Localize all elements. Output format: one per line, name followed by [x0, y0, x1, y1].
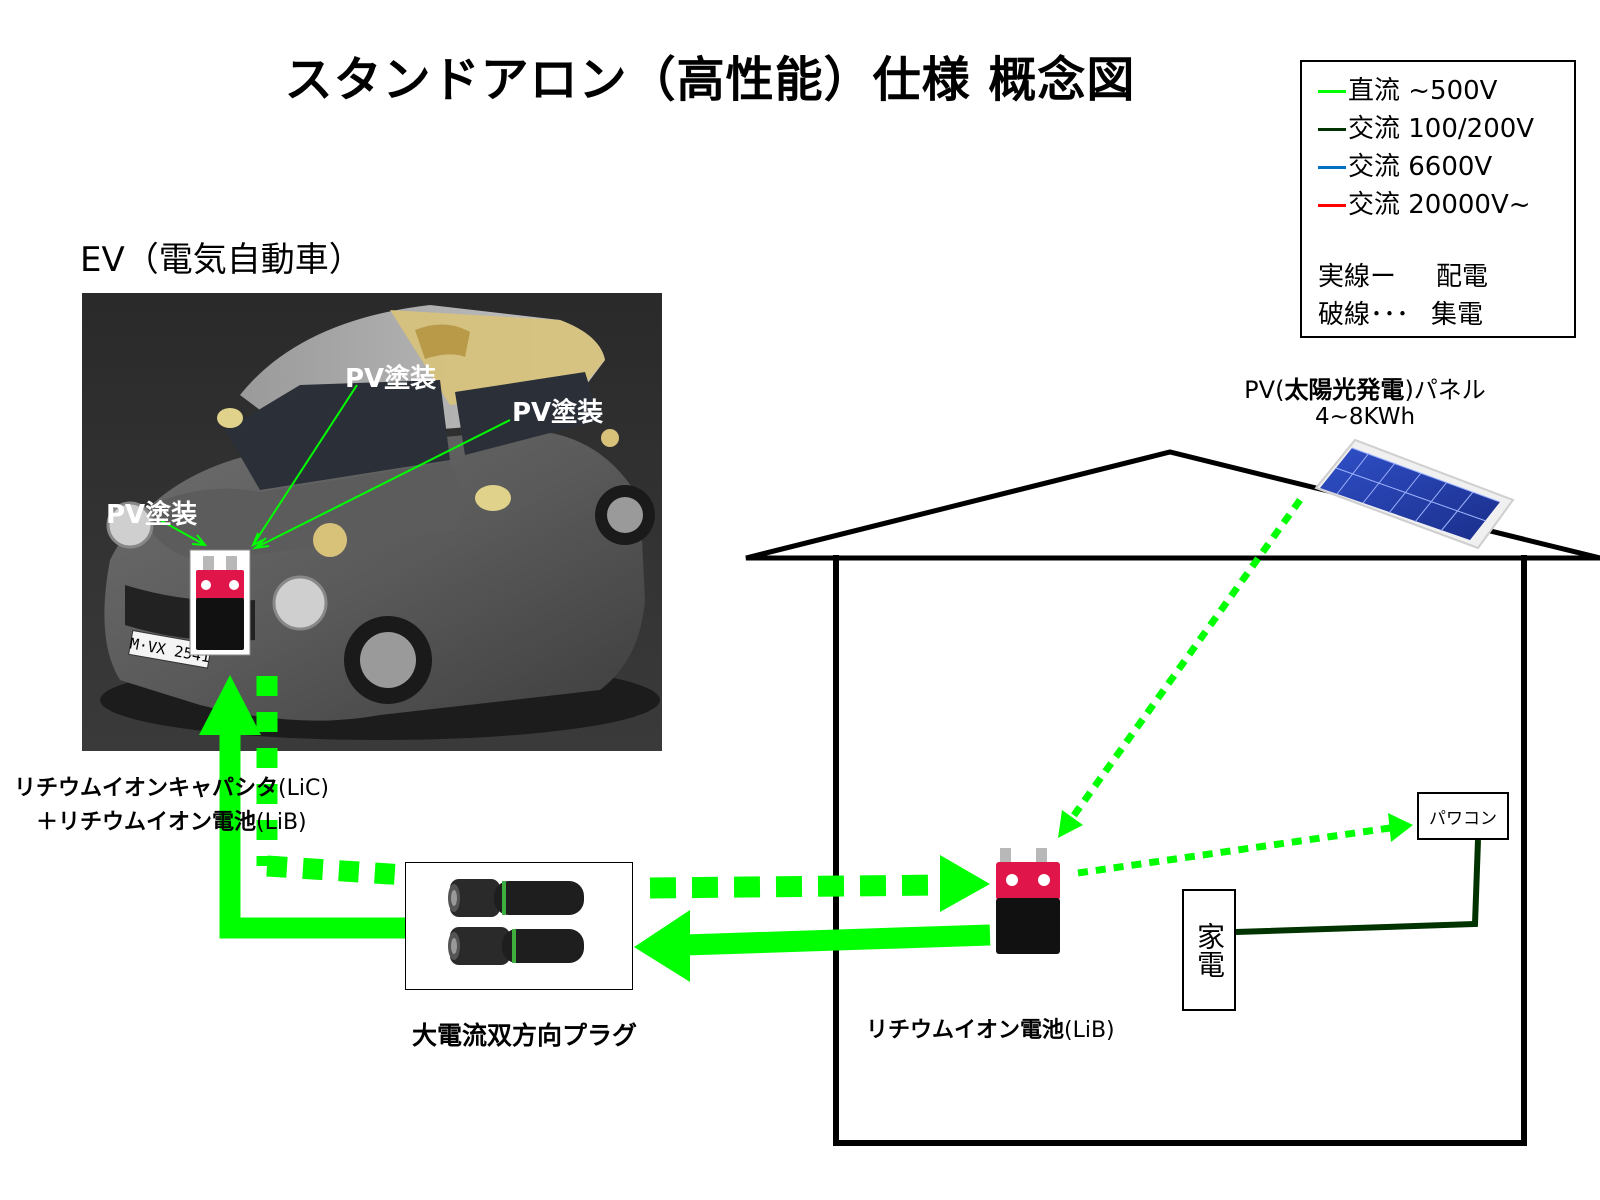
legend-label-ac-home: 交流 100/200V	[1348, 114, 1535, 144]
pv-panel-label: PV(太陽光発電)パネル	[1200, 370, 1530, 405]
pv-panel-label-prefix: PV(	[1244, 376, 1285, 404]
plug-to-battery-dashed-arrow	[649, 855, 990, 912]
legend-item-ac-home: 交流 100/200V	[1318, 108, 1534, 145]
legend-solid-meaning: 配電	[1436, 262, 1489, 292]
plug-to-ev-solid-arrow	[199, 675, 405, 939]
bidirectional-plug-box	[405, 862, 633, 990]
battery-to-plug-solid-arrow	[634, 910, 991, 982]
pv-paint-label-body: PV塗装	[512, 398, 604, 428]
battery-to-powercon-dashed-line	[1077, 813, 1413, 877]
legend-box: 直流 ~500V 交流 100/200V 交流 6600V 交流 20000V~…	[1300, 60, 1576, 338]
pv-paint-label-roof: PV塗装	[345, 364, 437, 394]
plug-caption: 大電流双方向プラグ	[412, 1021, 638, 1050]
legend-item-ac-20000: 交流 20000V~	[1318, 184, 1531, 221]
ev-battery-caption-line2-rest: (LiB)	[256, 810, 307, 835]
legend-dashed-label: 破線･･･	[1318, 300, 1410, 330]
legend-dashed-line: 破線･･･ 集電	[1318, 294, 1483, 331]
house-battery-caption-bold: リチウムイオン電池	[866, 1018, 1065, 1043]
pv-panel-label-bold: 太陽光発電	[1284, 376, 1405, 404]
ev-battery-caption-line1-rest: (LiC)	[278, 776, 329, 801]
power-conditioner-box: パワコン	[1417, 792, 1509, 840]
legend-label-ac-6600: 交流 6600V	[1348, 152, 1493, 182]
ev-battery-caption-line2-bold: ＋リチウムイオン電池	[36, 810, 257, 835]
legend-item-ac-6600: 交流 6600V	[1318, 146, 1492, 183]
pv-panel-label-suffix: )パネル	[1404, 376, 1486, 404]
pv-paint-leaders	[159, 384, 511, 550]
house-battery-caption: リチウムイオン電池(LiB)	[866, 1012, 1115, 1044]
legend-item-dc: 直流 ~500V	[1318, 70, 1497, 107]
legend-label-dc: 直流 ~500V	[1348, 76, 1498, 106]
ev-battery-caption-line2: ＋リチウムイオン電池(LiB)	[36, 804, 307, 836]
pv-to-battery-dashed-line	[1058, 497, 1303, 838]
ev-battery-caption-line1-bold: リチウムイオンキャパシタ	[14, 776, 279, 801]
ev-heading: EV（電気自動車）	[80, 240, 363, 280]
pv-solar-panel-icon	[1314, 438, 1515, 550]
appliances-box: 家電	[1182, 889, 1236, 1011]
legend-swatch-ac-20000	[1318, 204, 1346, 207]
powercon-to-appliance-line	[1235, 839, 1481, 935]
legend-swatch-dc	[1318, 90, 1346, 93]
ev-to-plug-dashed-line	[256, 676, 406, 886]
pv-panel-capacity: 4~8KWh	[1314, 404, 1416, 430]
house-battery-icon	[996, 848, 1060, 954]
legend-solid-label: 実線ー	[1318, 262, 1397, 292]
page-title: スタンドアロン（高性能）仕様 概念図	[284, 52, 1136, 108]
plug-connectors-icon	[448, 879, 584, 965]
legend-solid-line: 実線ー 配電	[1318, 256, 1488, 293]
legend-swatch-ac-6600	[1318, 166, 1346, 169]
pv-paint-label-hood: PV塗装	[106, 500, 198, 530]
ev-battery-caption-line1: リチウムイオンキャパシタ(LiC)	[14, 770, 329, 802]
legend-dashed-meaning: 集電	[1431, 300, 1484, 330]
house-battery-caption-rest: (LiB)	[1064, 1018, 1115, 1043]
legend-label-ac-20000: 交流 20000V~	[1348, 190, 1531, 220]
legend-swatch-ac-home	[1318, 128, 1346, 131]
ev-battery-icon	[189, 549, 251, 656]
